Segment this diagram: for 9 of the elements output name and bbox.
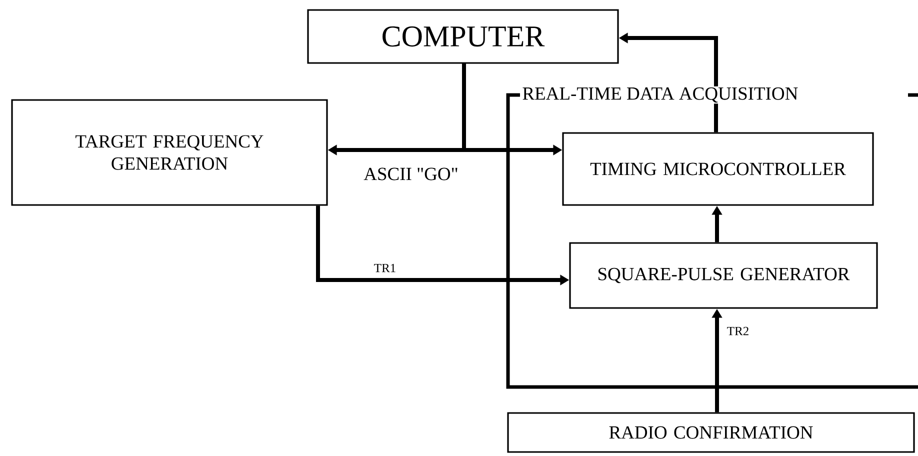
- edge-label: ASCII "GO": [362, 166, 460, 182]
- block-box: COMPUTER: [307, 9, 619, 64]
- block-box: TIMING MICROCONTROLLER: [562, 132, 874, 206]
- block-box: TARGET FREQUENCY GENERATION: [11, 99, 328, 206]
- block-box: RADIO CONFIRMATION: [507, 412, 915, 453]
- edge-label: TR2: [726, 326, 750, 336]
- edge-label: TR1: [372, 262, 398, 274]
- block-box: SQUARE-PULSE GENERATOR: [569, 242, 878, 309]
- region-label: REAL-TIME DATA ACQUISITION: [521, 86, 800, 104]
